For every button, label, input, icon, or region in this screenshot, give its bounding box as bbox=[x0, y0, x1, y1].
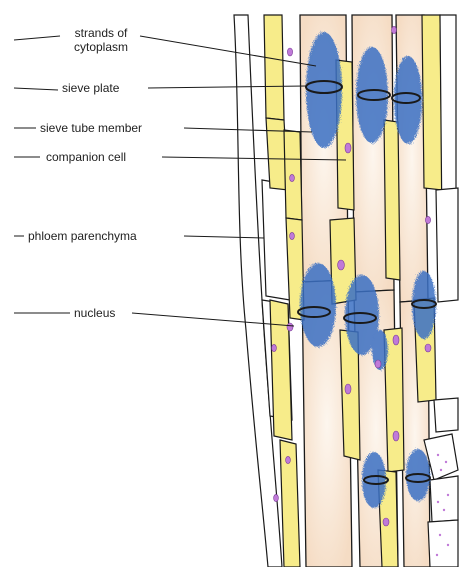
label-companion-cell: companion cell bbox=[46, 150, 126, 164]
label-phloem-parenchyma: phloem parenchyma bbox=[28, 229, 137, 243]
label-sieve-tube-member: sieve tube member bbox=[40, 121, 142, 135]
label-nucleus: nucleus bbox=[74, 306, 115, 320]
label-sieve-plate: sieve plate bbox=[62, 81, 119, 95]
label-strands-of-cytoplasm: strands of cytoplasm bbox=[62, 26, 140, 54]
